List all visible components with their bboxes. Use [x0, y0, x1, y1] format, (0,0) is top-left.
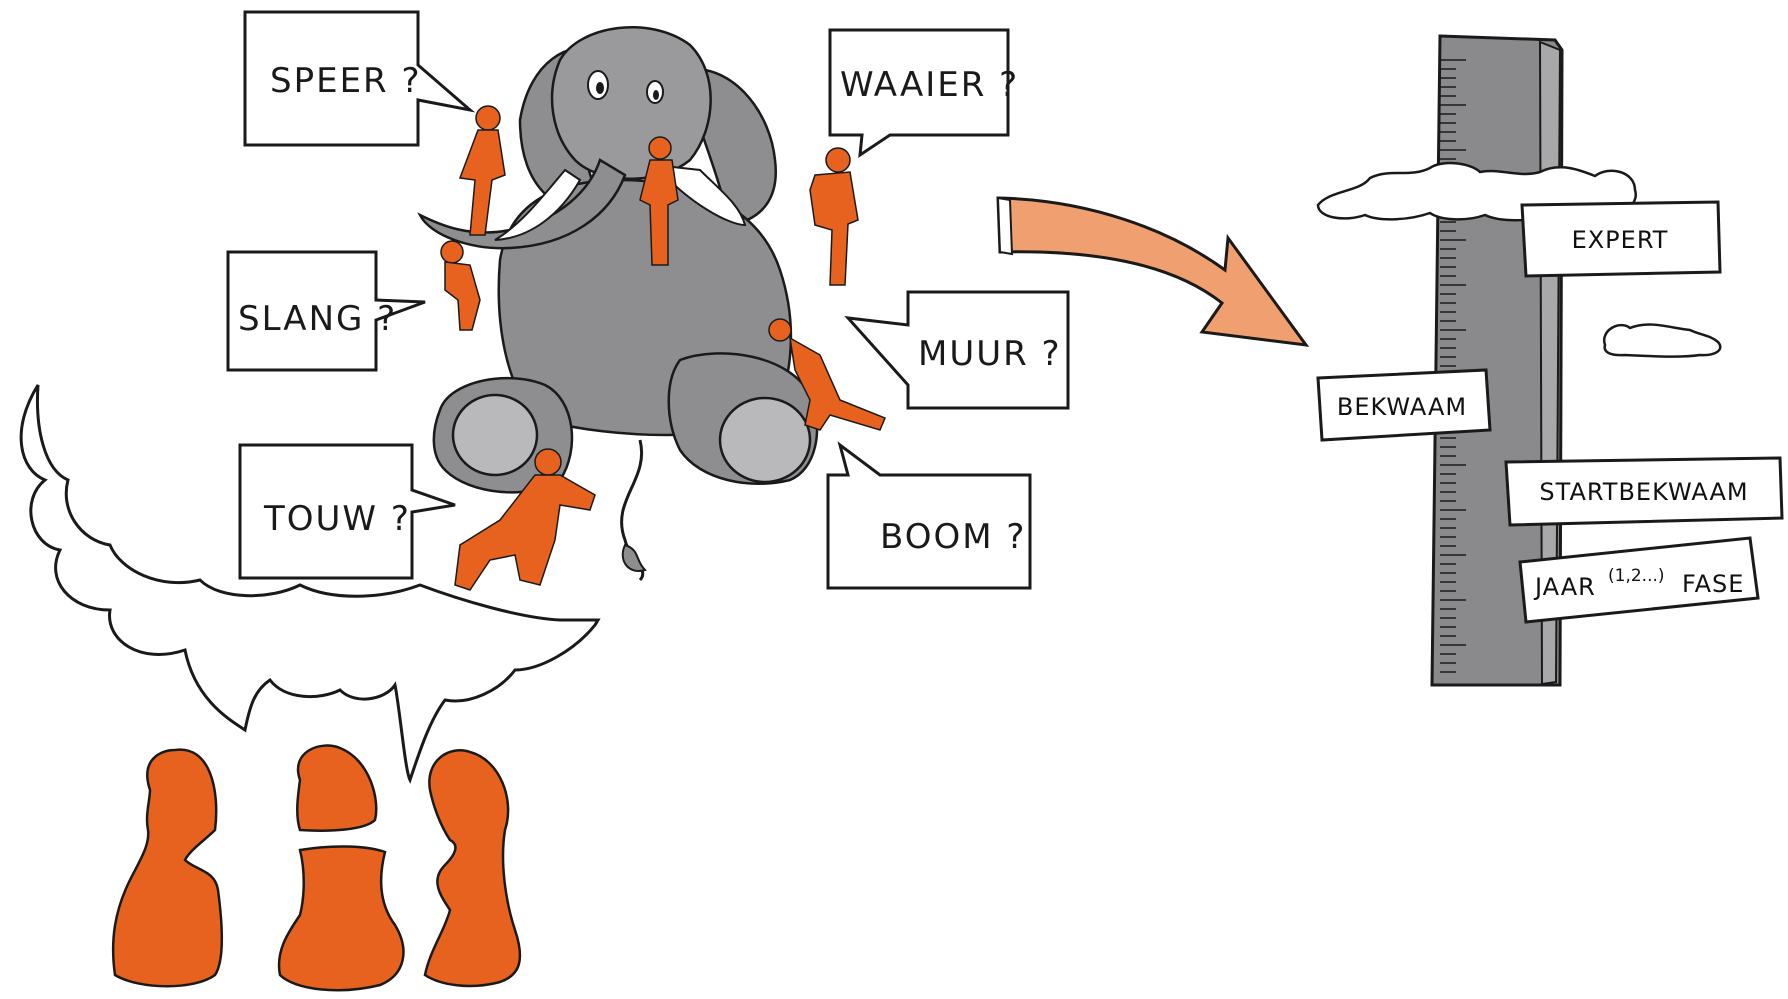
sign-bekwaam: BEKWAAM — [1316, 368, 1492, 442]
speech-bubble-muur: MUUR ? — [844, 290, 1070, 410]
speech-bubble-slang: SLANG ? — [226, 250, 426, 372]
sign-text-jaar-sup: (1,2...) — [1608, 566, 1665, 586]
person-icon — [768, 318, 886, 431]
speech-bubble-boom: BOOM ? — [826, 441, 1032, 590]
bubble-text-touw: TOUW ? — [263, 499, 411, 539]
bubble-text-waaier: WAAIER ? — [840, 65, 1019, 105]
person-icon — [454, 448, 596, 591]
cloud-icon — [1602, 323, 1722, 358]
thought-cloud — [19, 384, 601, 784]
person-icon — [809, 147, 859, 286]
people-group — [111, 744, 522, 992]
person-icon — [440, 240, 481, 331]
speech-bubble-speer: SPEER ? — [243, 10, 476, 147]
sign-text-startbekwaam: STARTBEKWAAM — [1539, 478, 1748, 506]
bubble-text-speer: SPEER ? — [270, 61, 422, 101]
bubble-text-boom: BOOM ? — [880, 517, 1026, 557]
sign-text-fase: FASE — [1682, 570, 1744, 598]
person-icon — [423, 749, 522, 988]
sign-jaar-fase: JAAR (1,2...) FASE — [1518, 536, 1760, 624]
bubble-text-slang: SLANG ? — [238, 299, 397, 339]
curved-arrow-icon — [996, 196, 1310, 347]
elephant-icon — [417, 26, 819, 582]
person-icon — [458, 105, 506, 236]
sign-text-bekwaam: BEKWAAM — [1337, 393, 1467, 421]
blindfolded-people — [440, 105, 886, 591]
sign-text-expert: EXPERT — [1572, 226, 1669, 254]
sign-expert: EXPERT — [1520, 200, 1722, 278]
bubble-text-muur: MUUR ? — [918, 334, 1062, 374]
speech-bubble-waaier: WAAIER ? — [828, 28, 1019, 159]
person-icon — [277, 744, 405, 992]
sign-text-jaar: JAAR — [1533, 573, 1596, 601]
person-icon — [639, 136, 679, 266]
speech-bubble-touw: TOUW ? — [238, 443, 456, 580]
person-icon — [111, 748, 223, 988]
sign-startbekwaam: STARTBEKWAAM — [1504, 456, 1784, 527]
